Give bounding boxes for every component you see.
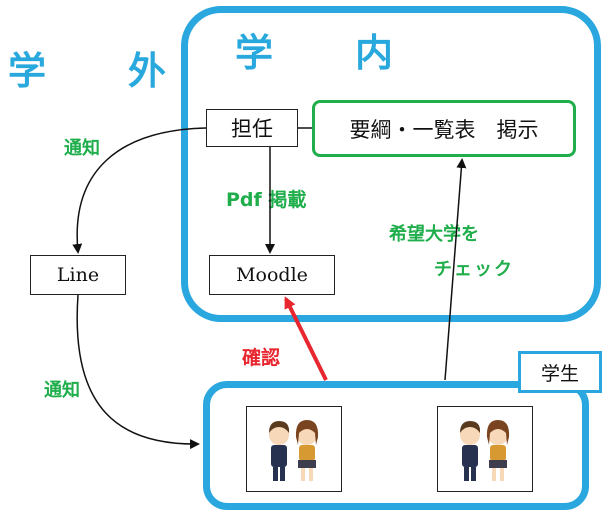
moodle-node: Moodle [209,255,335,295]
guidelines-posting-text: 要綱・一覧表 掲示 [349,117,539,142]
notify-label-top: 通知 [64,138,100,159]
students-illustration-right [437,406,533,492]
arrow-line-to-students [76,294,200,450]
students-text: 学生 [540,362,579,385]
pdf-posted-label: Pdf 掲載 [226,189,307,211]
student-pair-icon [460,420,510,481]
notify-label-bottom: 通知 [44,380,80,401]
students-node: 学生 [518,351,602,393]
students-illustration-left [246,406,342,492]
inside-campus-region [181,6,601,322]
arrow-students-to-guidelines [444,158,467,381]
line-app-node: Line [30,255,126,295]
homeroom-teacher-text: 担任 [231,117,273,141]
guidelines-posting-node: 要綱・一覧表 掲示 [312,100,576,157]
arrow-teacher-to-line [72,127,207,254]
outside-campus-label: 学 外 [8,49,189,93]
moodle-text: Moodle [236,264,308,286]
students-region [203,381,589,510]
confirm-label: 確認 [242,347,281,369]
inside-campus-label: 学 内 [235,31,416,75]
line-app-text: Line [56,264,100,286]
student-pair-icon [269,420,319,481]
homeroom-teacher-node: 担任 [206,109,298,147]
arrow-students-to-moodle-red [284,296,328,381]
